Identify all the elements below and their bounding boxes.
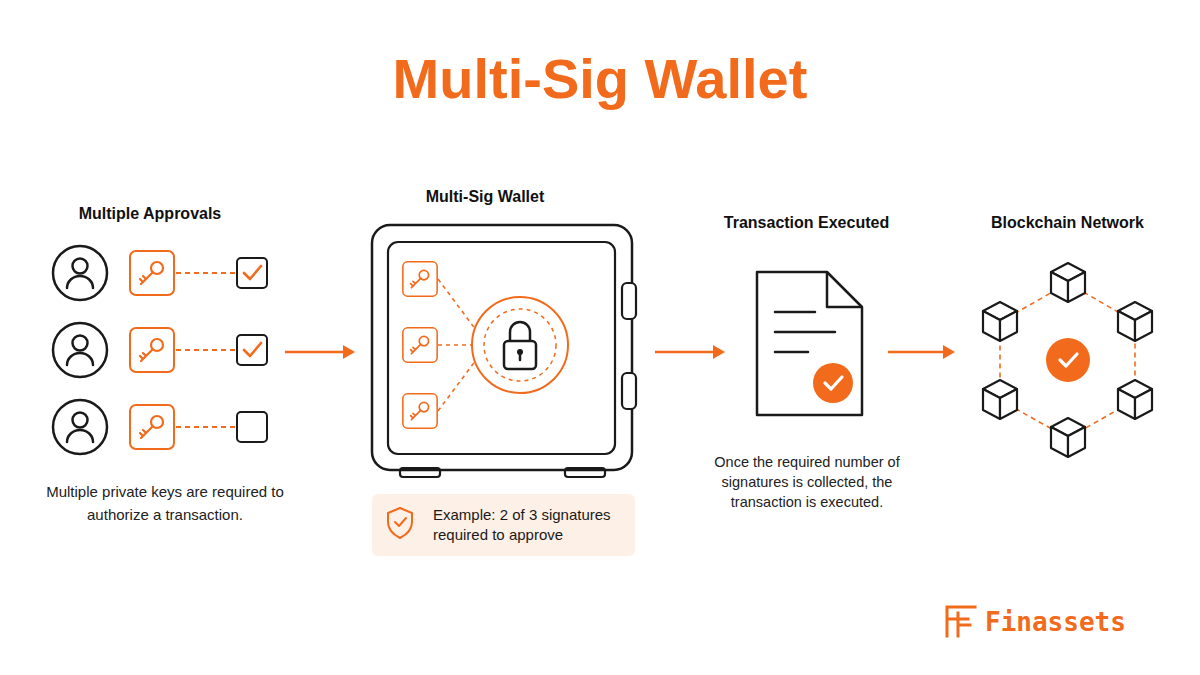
check-badge <box>813 363 853 403</box>
safe-foot <box>400 468 440 477</box>
stage-heading: Blockchain Network <box>955 213 1180 233</box>
network-links <box>1000 283 1135 438</box>
stage-caption: Once the required number of signatures i… <box>701 452 913 512</box>
brand-logo: Finassets <box>985 607 1175 637</box>
stage-caption: Multiple private keys are required to au… <box>30 480 300 526</box>
arrow-head <box>343 345 355 359</box>
diagram-title: Multi-Sig Wallet <box>0 44 1200 114</box>
document-fold <box>827 272 862 307</box>
checkbox <box>237 335 267 365</box>
stage-group: Transaction ExecutedOnce the required nu… <box>725 209 888 509</box>
safe-foot <box>565 468 605 477</box>
stage-group: Blockchain Network <box>955 209 1180 459</box>
stage-group: Multi-Sig WalletExample: 2 of 3 signatur… <box>355 183 655 563</box>
dashed-link <box>176 426 237 428</box>
lock-ring <box>484 309 556 381</box>
padlock-body <box>504 341 536 369</box>
approver-row <box>53 246 267 300</box>
key-icon <box>403 394 437 428</box>
check-mark <box>825 377 842 389</box>
arrow-head <box>713 345 725 359</box>
person-icon <box>53 323 107 377</box>
logo-strokes <box>947 607 975 636</box>
safe-hinge <box>622 283 636 319</box>
person-icon <box>53 400 107 454</box>
key-icon <box>403 262 437 296</box>
flow-arrow <box>285 345 355 359</box>
block-cube <box>1051 418 1085 457</box>
block-cube <box>983 302 1017 341</box>
check-mark <box>244 266 261 279</box>
document-lines <box>775 312 835 352</box>
dashed-link <box>176 349 237 351</box>
keyhole <box>517 349 523 355</box>
dashed-link <box>176 272 237 274</box>
logo-mark <box>947 607 975 636</box>
safe-illustration <box>372 225 636 477</box>
stage-heading: Transaction Executed <box>695 213 918 233</box>
stage-group: Multiple ApprovalsMultiple private keys … <box>45 200 285 530</box>
block-cube <box>1051 263 1085 302</box>
block-cube <box>1118 302 1152 341</box>
safe-body <box>372 225 632 470</box>
example-callout: Example: 2 of 3 signatures required to a… <box>372 494 635 556</box>
checkbox <box>237 258 267 288</box>
block-cube <box>1118 380 1152 419</box>
check-badge <box>1046 338 1090 382</box>
document-illustration <box>757 272 862 415</box>
check-mark <box>1060 354 1077 366</box>
document-page <box>757 272 862 415</box>
safe-hinge <box>622 373 636 409</box>
checkbox <box>237 412 267 442</box>
arrow-line <box>655 351 715 354</box>
stage-heading: Multiple Approvals <box>30 204 270 224</box>
arrow-head <box>943 345 955 359</box>
dashed-link <box>438 279 476 411</box>
flow-arrow <box>655 345 725 359</box>
callout-text: Example: 2 of 3 signatures required to a… <box>433 505 629 545</box>
network-illustration <box>983 263 1152 457</box>
key-icon <box>130 405 174 449</box>
arrow-line <box>285 351 345 354</box>
person-icon <box>53 246 107 300</box>
key-icon <box>130 328 174 372</box>
key-icon <box>130 251 174 295</box>
key-icon <box>403 328 437 362</box>
stage-heading: Multi-Sig Wallet <box>335 187 635 207</box>
block-cube <box>983 380 1017 419</box>
check-mark <box>244 343 261 356</box>
safe-door <box>388 242 615 454</box>
flow-arrow <box>888 345 955 359</box>
lock-ring <box>472 297 568 393</box>
approver-row <box>53 400 267 454</box>
padlock-shackle <box>510 322 530 342</box>
arrow-line <box>888 351 945 354</box>
approver-row <box>53 323 267 377</box>
keyhole <box>519 352 522 360</box>
